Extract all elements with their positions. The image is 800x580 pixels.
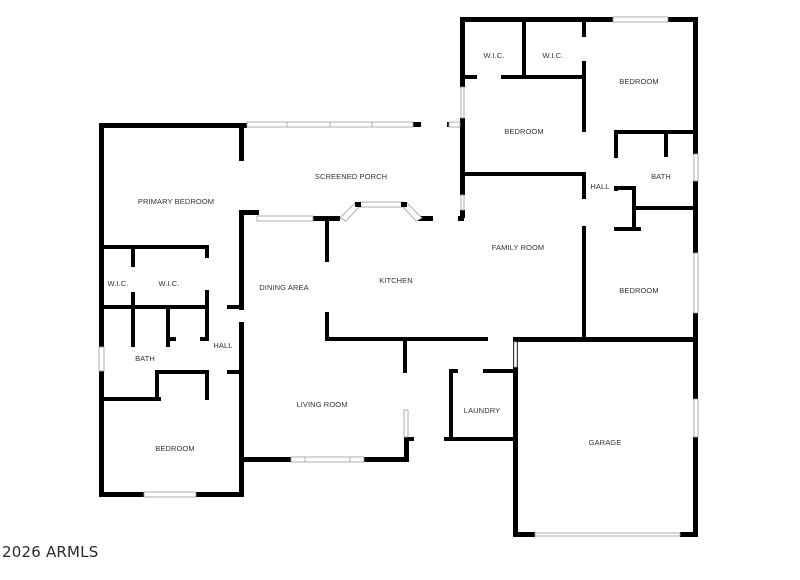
room-label-bath-left: BATH: [135, 354, 155, 363]
room-label-wic-3: W.I.C.: [483, 51, 504, 60]
room-labels: PRIMARY BEDROOM W.I.C. W.I.C. BATH HALL …: [107, 51, 670, 453]
room-label-wic-2: W.I.C.: [158, 279, 179, 288]
room-label-bedroom-bottom-left: BEDROOM: [155, 444, 194, 453]
room-label-bedroom-middle: BEDROOM: [504, 127, 543, 136]
room-label-screened-porch: SCREENED PORCH: [315, 172, 387, 181]
room-label-kitchen: KITCHEN: [379, 276, 413, 285]
room-label-bath-right: BATH: [651, 172, 671, 181]
room-label-wic-4: W.I.C.: [542, 51, 563, 60]
room-label-dining-area: DINING AREA: [259, 283, 308, 292]
room-label-living-room: LIVING ROOM: [296, 400, 347, 409]
room-label-hall-left: HALL: [213, 341, 232, 350]
room-label-wic-1: W.I.C.: [107, 279, 128, 288]
watermark: 2026 ARMLS: [2, 543, 99, 561]
room-label-family-room: FAMILY ROOM: [492, 243, 545, 252]
room-label-bedroom-top-right: BEDROOM: [619, 77, 658, 86]
windows: [98, 16, 699, 537]
room-label-garage: GARAGE: [589, 438, 622, 447]
room-label-hall-right: HALL: [590, 182, 609, 191]
room-label-laundry: LAUNDRY: [464, 406, 500, 415]
room-label-primary-bedroom: PRIMARY BEDROOM: [138, 197, 214, 206]
room-label-bedroom-right: BEDROOM: [619, 286, 658, 295]
walls: [99, 17, 698, 537]
